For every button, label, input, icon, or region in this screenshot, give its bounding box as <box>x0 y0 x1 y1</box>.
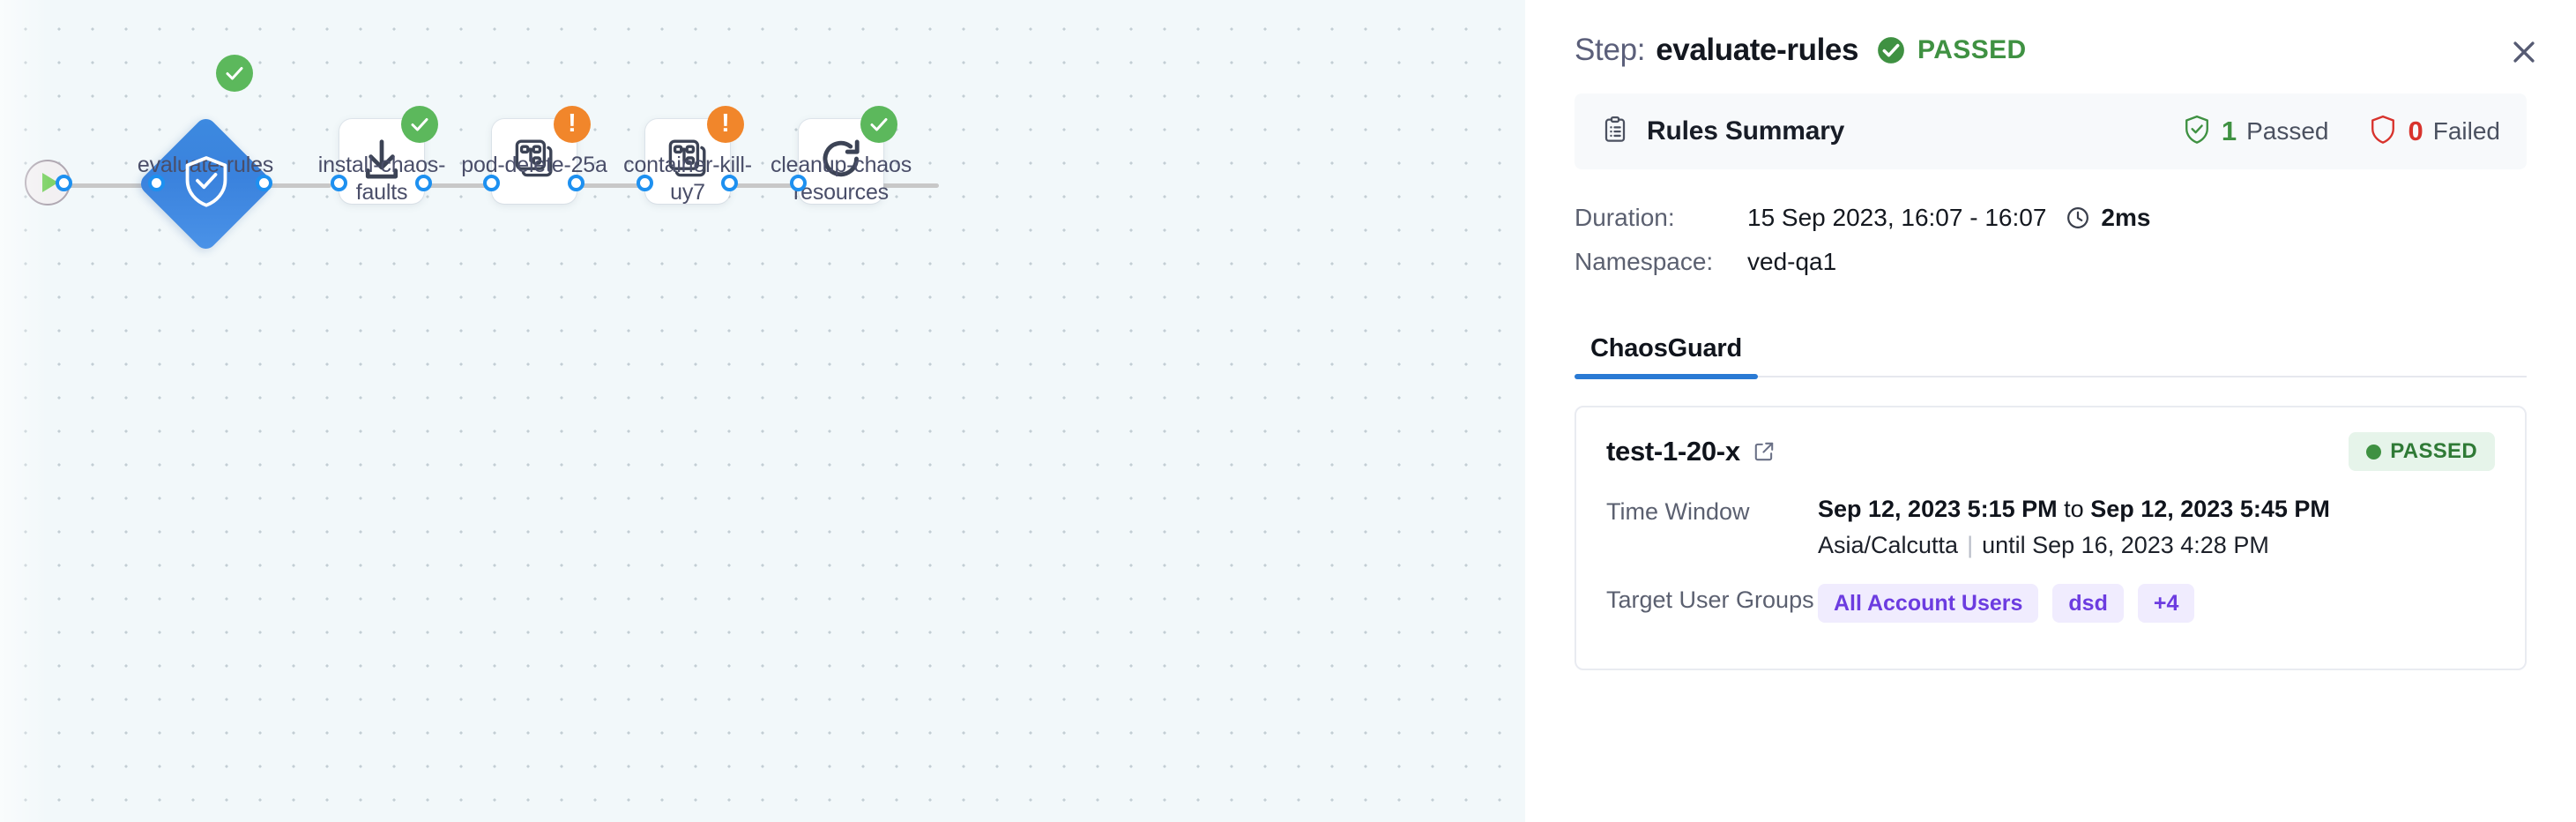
port-start-out[interactable] <box>56 175 72 191</box>
user-group-overflow-chip[interactable]: +4 <box>2137 584 2195 623</box>
port-pod-in[interactable] <box>483 175 500 191</box>
status-badge-warning: ! <box>554 106 591 143</box>
port-cleanup-in[interactable] <box>790 175 807 191</box>
until-text: until Sep 16, 2023 4:28 PM <box>1982 532 2269 558</box>
panel-header: Step: evaluate-rules PASSED <box>1575 0 2527 76</box>
meta-key-duration: Duration: <box>1575 204 1675 231</box>
port-install-out[interactable] <box>415 175 432 191</box>
port-container-in[interactable] <box>637 175 653 191</box>
user-group-chip[interactable]: dsd <box>2052 584 2124 623</box>
node-label: pod-delete-25a <box>461 153 607 177</box>
shield-check-icon <box>2183 115 2211 149</box>
meta-row-namespace: Namespace: ved-qa1 <box>1575 240 2527 284</box>
rules-passed-label: Passed <box>2246 117 2329 145</box>
meta-value-duration: 15 Sep 2023, 16:07 - 16:07 2ms <box>1747 204 2150 232</box>
status-badge-success <box>216 55 253 92</box>
duration-range-text: 15 Sep 2023, 16:07 - 16:07 <box>1747 204 2047 231</box>
panel-tabs: ChaosGuard <box>1575 314 2527 379</box>
exclamation-circle-icon: ! <box>721 108 730 138</box>
time-window-join: to <box>2057 496 2091 522</box>
exclamation-circle-icon: ! <box>568 108 577 138</box>
step-detail-panel: Step: evaluate-rules PASSED <box>1525 0 2576 822</box>
time-window-values: Sep 12, 2023 5:15 PM to Sep 12, 2023 5:4… <box>1818 496 2330 559</box>
check-circle-icon <box>1878 37 1904 64</box>
rules-passed-stat: 1 Passed <box>2183 115 2329 149</box>
node-label: cleanup-chaos resources <box>770 153 912 205</box>
pipeline-canvas[interactable]: evaluate-rules install-chaos- faults <box>0 0 1525 822</box>
test-row-time-window: Time Window Sep 12, 2023 5:15 PM to Sep … <box>1606 496 2495 559</box>
timezone-text: Asia/Calcutta <box>1818 532 1959 558</box>
time-window-end: Sep 12, 2023 5:45 PM <box>2090 496 2330 522</box>
node-label: install-chaos- faults <box>317 153 446 205</box>
step-prefix-label: Step: <box>1575 33 1646 67</box>
target-user-groups-label: Target User Groups <box>1606 587 1814 613</box>
external-link-icon[interactable] <box>1753 440 1776 463</box>
node-label: container-kill-uy7 <box>623 153 752 205</box>
rules-summary-title: Rules Summary <box>1647 116 1845 146</box>
rules-failed-stat: 0 Failed <box>2369 115 2500 149</box>
chaosguard-test-card: test-1-20-x PASSED Time Window <box>1575 406 2527 670</box>
time-window-value: Sep 12, 2023 5:15 PM to Sep 12, 2023 5:4… <box>1818 496 2330 522</box>
step-meta-list: Duration: 15 Sep 2023, 16:07 - 16:07 2ms… <box>1575 196 2527 284</box>
test-status-badge: PASSED <box>2349 432 2495 471</box>
test-card-header: test-1-20-x PASSED <box>1606 432 2495 471</box>
user-group-chip[interactable]: All Account Users <box>1818 584 2039 623</box>
time-window-start: Sep 12, 2023 5:15 PM <box>1818 496 2058 522</box>
check-circle-icon <box>226 67 243 80</box>
status-text: PASSED <box>1917 35 2027 64</box>
check-circle-icon <box>870 118 888 131</box>
port-pod-out[interactable] <box>568 175 584 191</box>
status-badge: PASSED <box>1876 35 2027 65</box>
port-evaluate-in[interactable] <box>148 175 165 191</box>
clipboard-list-icon <box>1601 116 1629 148</box>
time-window-sub: Asia/Calcutta | until Sep 16, 2023 4:28 PM <box>1818 532 2330 559</box>
rules-summary-card: Rules Summary 1 Passed <box>1575 93 2527 169</box>
test-row-target-user-groups: Target User Groups All Account Users dsd… <box>1606 584 2495 623</box>
close-icon <box>2509 37 2539 71</box>
test-status-text: PASSED <box>2390 439 2477 463</box>
page-title: evaluate-rules <box>1656 33 1859 67</box>
rules-failed-count: 0 <box>2408 116 2423 146</box>
time-window-label: Time Window <box>1606 498 1750 525</box>
meta-key-namespace: Namespace: <box>1575 248 1714 275</box>
check-circle-icon <box>411 118 428 131</box>
clock-icon <box>2066 206 2090 230</box>
port-install-in[interactable] <box>331 175 347 191</box>
status-badge-success <box>860 106 897 143</box>
tab-chaosguard[interactable]: ChaosGuard <box>1575 334 1759 379</box>
shield-check-icon <box>181 154 232 213</box>
port-evaluate-out[interactable] <box>256 175 272 191</box>
meta-value-namespace: ved-qa1 <box>1747 248 1837 275</box>
meta-row-duration: Duration: 15 Sep 2023, 16:07 - 16:07 2ms <box>1575 196 2527 240</box>
rules-summary-title-group: Rules Summary <box>1601 116 1844 148</box>
rules-failed-label: Failed <box>2432 117 2500 145</box>
status-dot-icon <box>2366 444 2382 460</box>
status-badge-success <box>401 106 438 143</box>
port-container-out[interactable] <box>721 175 738 191</box>
shield-icon <box>2369 115 2397 149</box>
test-name: test-1-20-x <box>1606 436 1740 467</box>
status-badge-warning: ! <box>707 106 744 143</box>
target-user-groups-chips: All Account Users dsd +4 <box>1818 584 2195 623</box>
separator: | <box>1967 532 1974 558</box>
duration-ms: 2ms <box>2101 204 2151 231</box>
rules-summary-stats: 1 Passed 0 Failed <box>2183 115 2500 149</box>
rules-passed-count: 1 <box>2221 116 2237 146</box>
close-panel-button[interactable] <box>2504 34 2544 74</box>
